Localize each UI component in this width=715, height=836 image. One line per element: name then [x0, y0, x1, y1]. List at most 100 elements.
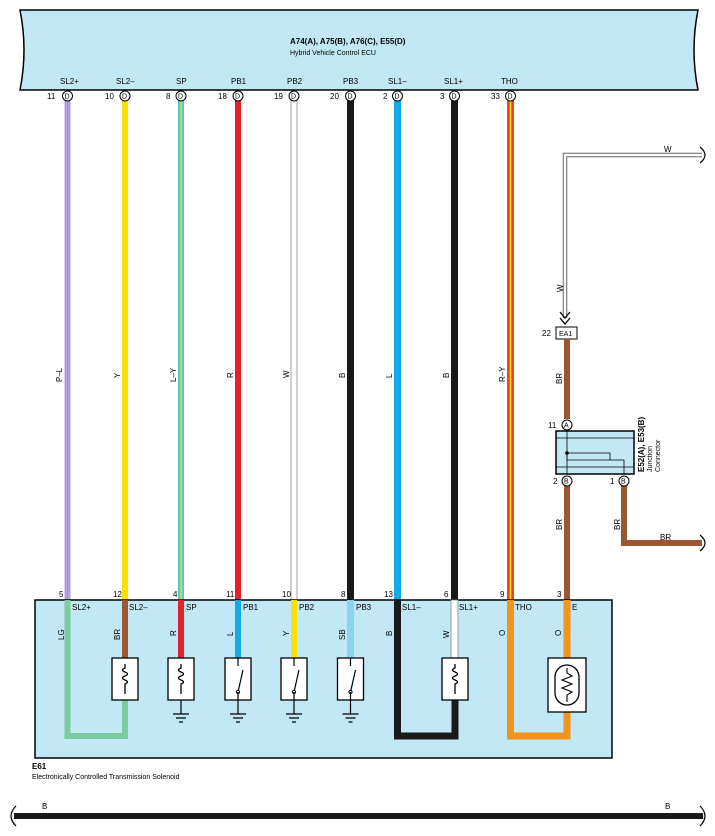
solenoid-inner-wires [64, 599, 571, 740]
ecu-signal-label: SL1– [388, 77, 407, 86]
wire-l [394, 100, 401, 600]
junction-pin-number: 11 [548, 421, 557, 430]
wire-color-label: P–L [55, 367, 64, 382]
bus-label-right: B [665, 802, 670, 811]
thermistor-icon [547, 657, 587, 713]
solenoid-pin-number: 13 [384, 590, 393, 599]
solenoid-pin-number: 9 [500, 590, 505, 599]
coil-icon [441, 657, 469, 701]
ecu-pin-number: 20 [330, 92, 339, 101]
wire-color-label: Y [113, 372, 122, 378]
ecu-signal-label: SL2– [116, 77, 135, 86]
solenoid-wire-labels: LG BR R L Y SB B W O O [57, 629, 563, 640]
wire-break-icon [699, 146, 706, 164]
ecu-name: Hybrid Vehicle Control ECU [290, 50, 376, 57]
ecu-pin-circle [119, 90, 131, 102]
wire-r [235, 100, 241, 600]
ecu-pin-number: 11 [47, 92, 56, 101]
wire-color-label: SB [338, 629, 347, 640]
switch-icon [336, 657, 365, 723]
solenoid-components [111, 657, 587, 723]
solenoid-signal-label: SL1– [402, 603, 421, 612]
wire-color-label: BR [613, 519, 622, 530]
wire-color-label: R [169, 630, 178, 636]
ecu-pin-circle [62, 90, 73, 102]
wire-y [122, 100, 128, 600]
junction-code: E52(A), E53(B) [637, 417, 646, 472]
junction-pin-letter: B [621, 479, 626, 486]
solenoid-signal-label: E [572, 603, 577, 612]
ecu-pin-circle [175, 90, 187, 102]
switch-icon [224, 657, 252, 723]
solenoid-pin-numbers: 5 12 4 11 10 8 13 6 9 3 [59, 590, 562, 599]
ecu-signal-label: PB1 [231, 77, 247, 86]
ecu-signal-label: PB2 [287, 77, 303, 86]
wire-color-label: B [442, 373, 451, 378]
wire-color-label: O [498, 630, 507, 636]
ecu-pin-letter: D [65, 94, 70, 101]
solenoid-pin-number: 12 [113, 590, 122, 599]
ecu-pin-circle [505, 90, 516, 102]
wire-color-label: W [556, 284, 565, 292]
wire-color-label: W [442, 630, 451, 638]
wire-break-icon [699, 534, 706, 552]
junction-pin-letter: A [564, 423, 569, 430]
solenoid-pin-number: 5 [59, 590, 64, 599]
junction-connector: E52(A), E53(B) Junction Connector 11 A 2… [548, 417, 662, 487]
solenoid-signal-label: SP [186, 603, 197, 612]
ecu-pin-number: 2 [383, 92, 388, 101]
solenoid-signal-label: SL1+ [459, 603, 478, 612]
ecu-pin-number: 3 [440, 92, 445, 101]
solenoid-signal-label: SL2+ [72, 603, 91, 612]
connector-chevron-icon [559, 311, 571, 326]
junction-name: Connector [655, 439, 662, 472]
wire-color-label: O [554, 630, 563, 636]
ecu-signal-label: SL1+ [444, 77, 463, 86]
ecu-pin-letter: D [235, 94, 240, 101]
coil-icon [167, 657, 195, 723]
wire-break-icon [699, 805, 706, 827]
solenoid-signal-label: PB2 [299, 603, 315, 612]
wire-break-icon [10, 805, 17, 827]
ea1-connector: 22 EA1 [542, 326, 578, 340]
right-w-wire: W W [556, 145, 706, 326]
solenoid-signal-label: THO [515, 603, 532, 612]
solenoid-signal-label: PB1 [243, 603, 259, 612]
bus-label-left: B [42, 802, 47, 811]
solenoid-pin-number: 11 [226, 590, 235, 599]
ecu-pin-circle [449, 90, 460, 102]
upper-wires [64, 99, 514, 601]
ecu-pins: 11 D 10 D 8 D 18 D 19 D 20 D 2 D 3 D 33 … [47, 90, 516, 102]
junction-name: Junction [647, 446, 654, 472]
solenoid-pin-number: 6 [444, 590, 449, 599]
wire-color-label: R–Y [498, 366, 507, 382]
solenoid-signal-label: PB3 [356, 603, 372, 612]
wire-color-label: L [226, 631, 235, 636]
wire-color-label: B [338, 373, 347, 378]
ecu-signal-label: PB3 [343, 77, 359, 86]
ecu-pin-number: 8 [166, 92, 171, 101]
ecu-pin-letter: D [452, 94, 457, 101]
solenoid-code: E61 [32, 762, 47, 771]
solenoid-pin-number: 4 [173, 590, 178, 599]
ecu-pin-number: 10 [105, 92, 114, 101]
ecu-signal-label: SL2+ [60, 77, 79, 86]
wire-b [451, 100, 458, 600]
solenoid-name: Electronically Controlled Transmission S… [32, 774, 180, 781]
wire-color-label: LG [57, 629, 66, 640]
solenoid-signal-labels: SL2+ SL2– SP PB1 PB2 PB3 SL1– SL1+ THO E [72, 603, 577, 612]
solenoid-pin-number: 8 [341, 590, 346, 599]
ground-icon [173, 713, 189, 723]
wire-color-label: B [385, 631, 394, 636]
solenoid-pin-number: 10 [282, 590, 291, 599]
wire-color-label: BR [113, 629, 122, 640]
ecu-pin-circle [345, 90, 356, 102]
ecu-pin-letter: D [508, 94, 513, 101]
ecu-pin-circle [288, 90, 300, 102]
upper-wire-labels: P–L Y L–Y R W B L B R–Y [55, 366, 507, 382]
ea1-label: EA1 [559, 331, 572, 338]
wire-color-label: BR [555, 519, 564, 530]
ecu-pin-labels: SL2+ SL2– SP PB1 PB2 PB3 SL1– SL1+ THO [60, 77, 518, 86]
ecu-pin-circle [392, 90, 403, 102]
